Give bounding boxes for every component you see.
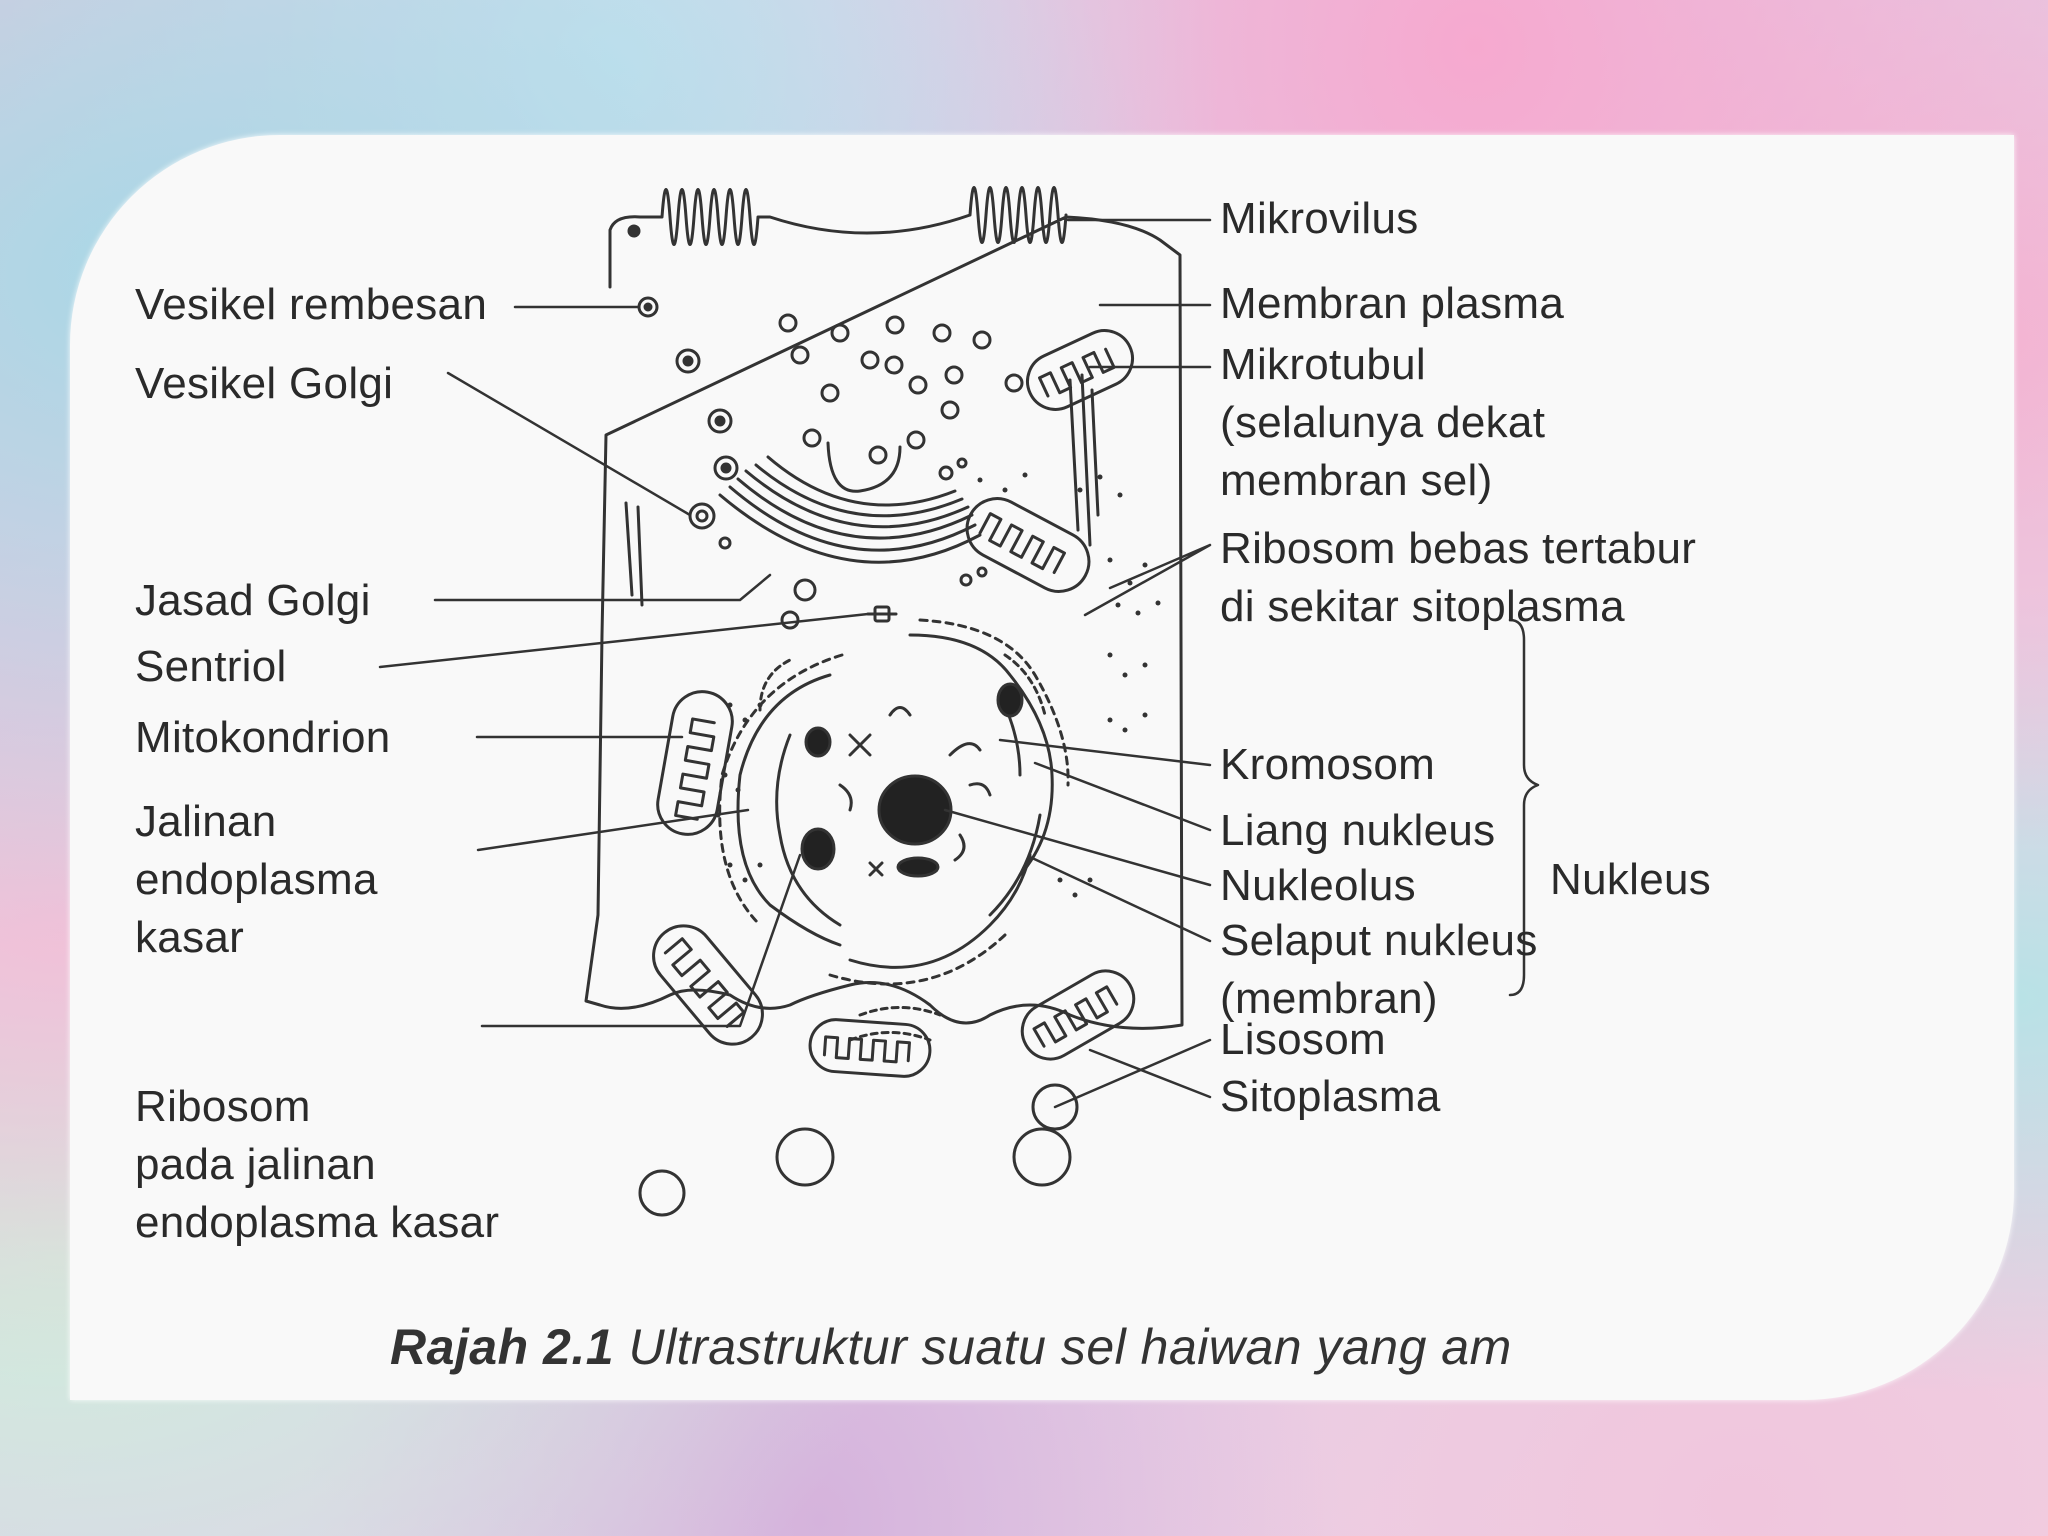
label-selaput-nukleus-line-2: (membran): [1220, 974, 1438, 1023]
label-ribosom-bebas-line-1: Ribosom bebas tertabur: [1220, 524, 1697, 573]
diagram-card: Vesikel rembesan Vesikel Golgi Jasad Gol…: [70, 135, 2014, 1400]
microtubule-left: [624, 501, 644, 607]
animal-cell-diagram: [378, 186, 1540, 1217]
label-mitokondrion: Mitokondrion: [135, 713, 391, 762]
label-sitoplasma: Sitoplasma: [1220, 1072, 1441, 1121]
label-mikrovilus: Mikrovilus: [1220, 194, 1419, 243]
label-kromosom: Kromosom: [1220, 740, 1436, 789]
label-ribosom-bebas-line-2: di sekitar sitoplasma: [1220, 582, 1625, 631]
leader-lines: [378, 218, 1540, 1109]
nucleus: [718, 618, 1070, 986]
label-mikrotubul-line-3: membran sel): [1220, 456, 1493, 505]
label-vesikel-rembesan: Vesikel rembesan: [135, 280, 488, 329]
label-mikrotubul-line-1: Mikrotubul: [1220, 340, 1426, 389]
label-mikrotubul: Mikrotubul (selalunya dekat membran sel): [1220, 336, 1545, 510]
label-jalinan-er-kasar-line-1: Jalinan: [135, 797, 277, 846]
cell-membrane: [584, 186, 1184, 1030]
free-ribosomes: [715, 472, 1161, 898]
figure-caption: Rajah 2.1 Ultrastruktur suatu sel haiwan…: [390, 1318, 1512, 1376]
lysosomes: [638, 1083, 1079, 1217]
label-lisosom: Lisosom: [1220, 1015, 1386, 1064]
label-vesikel-golgi: Vesikel Golgi: [135, 359, 394, 408]
label-ribosom-er-line-1: Ribosom: [135, 1082, 311, 1131]
label-selaput-nukleus: Selaput nukleus (membran): [1220, 912, 1538, 1028]
label-membran-plasma: Membran plasma: [1220, 279, 1565, 328]
golgi-body: [718, 441, 982, 564]
label-nukleolus: Nukleolus: [1220, 861, 1416, 910]
caption-text: Ultrastruktur suatu sel haiwan yang am: [628, 1319, 1512, 1375]
golgi-vesicles: [718, 313, 1024, 630]
label-liang-nukleus: Liang nukleus: [1220, 806, 1496, 855]
caption-number: Rajah 2.1: [390, 1319, 615, 1375]
label-ribosom-er-line-2: pada jalinan: [135, 1140, 376, 1189]
label-jalinan-er-kasar: Jalinan endoplasma kasar: [135, 793, 378, 967]
label-sentriol: Sentriol: [135, 642, 287, 691]
label-jalinan-er-kasar-line-2: endoplasma: [135, 855, 378, 904]
label-jasad-golgi: Jasad Golgi: [135, 576, 371, 625]
label-selaput-nukleus-line-1: Selaput nukleus: [1220, 916, 1538, 965]
label-ribosom-bebas: Ribosom bebas tertabur di sekitar sitopl…: [1220, 520, 1696, 636]
secretory-vesicles: [627, 224, 739, 530]
label-ribosom-er: Ribosom pada jalinan endoplasma kasar: [135, 1078, 499, 1252]
label-nukleus: Nukleus: [1550, 855, 1712, 904]
mitochondria: [652, 329, 1136, 1078]
label-jalinan-er-kasar-line-3: kasar: [135, 913, 245, 962]
label-mikrotubul-line-2: (selalunya dekat: [1220, 398, 1546, 447]
label-ribosom-er-line-3: endoplasma kasar: [135, 1198, 500, 1247]
